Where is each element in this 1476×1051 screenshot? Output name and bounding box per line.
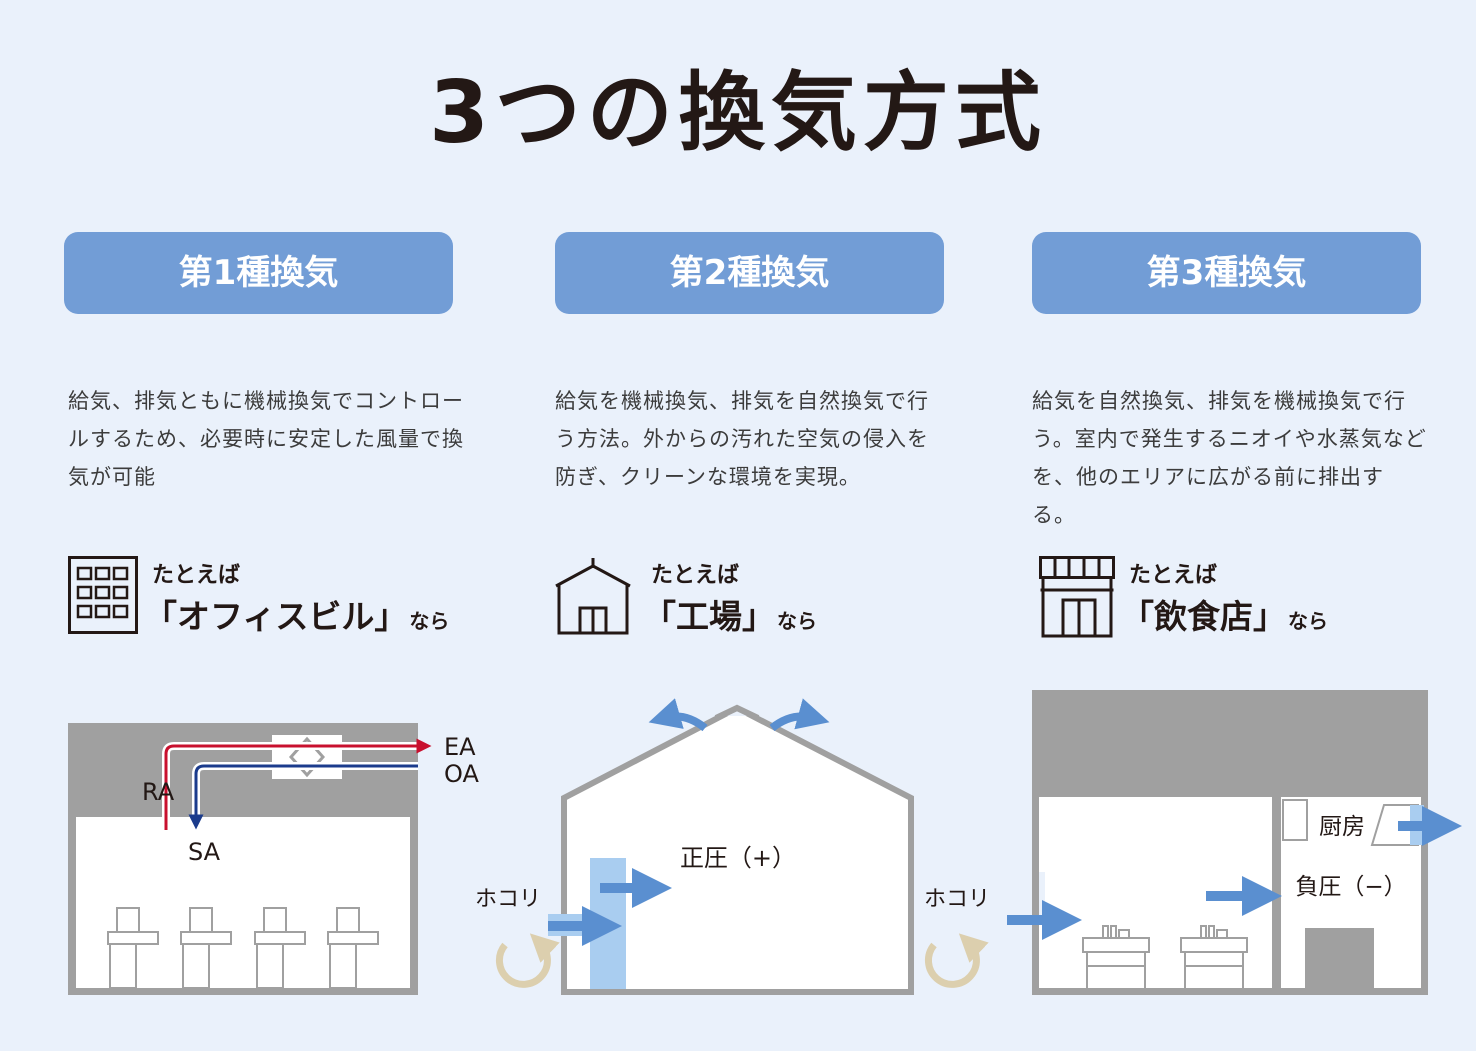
type1-example-suffix: なら <box>409 609 450 633</box>
diagram-type3: 厨房 負圧（−） ホコリ <box>924 690 1462 995</box>
type3-example-name: 「飲食店」 <box>1121 597 1286 636</box>
type1-description: 給気、排気ともに機械換気でコントロールするため、必要時に安定した風量で換気が可能 <box>68 389 464 489</box>
type2-example-prefix: たとえば <box>651 563 740 588</box>
diagram-type2: 正圧（+） ホコリ <box>475 698 914 995</box>
restaurant-icon <box>1039 556 1115 638</box>
ra-label: RA <box>142 778 175 806</box>
type2-example-name: 「工場」 <box>643 597 775 636</box>
oa-label: OA <box>444 760 479 788</box>
type3-example-prefix: たとえば <box>1129 563 1218 588</box>
type1-example-prefix: たとえば <box>152 563 241 588</box>
type2-example-suffix: なら <box>777 609 817 633</box>
page-title: 3つの換気方式 <box>429 63 1047 163</box>
negative-pressure-label: 負圧（−） <box>1295 874 1406 900</box>
type2-description: 給気を機械換気、排気を自然換気で行う方法。外からの汚れた空気の侵入を防ぎ、クリー… <box>555 389 929 489</box>
type3-description: 給気を自然換気、排気を機械換気で行う。室内で発生するニオイや水蒸気などを、他のエ… <box>1032 389 1427 527</box>
kitchen-label: 厨房 <box>1319 814 1365 840</box>
diagram-type1: EA OA RA SA <box>68 723 479 995</box>
type3-heading: 第3種換気 <box>1032 232 1421 314</box>
dust-label-type2: ホコリ <box>475 887 541 912</box>
type1-example-name: 「オフィスビル」 <box>144 597 408 636</box>
type2-example: 「工場」なら <box>643 590 817 638</box>
type3-example: 「飲食店」なら <box>1121 590 1328 638</box>
type3-example-suffix: なら <box>1288 609 1328 633</box>
positive-pressure-label: 正圧（+） <box>680 844 796 872</box>
factory-icon <box>555 558 631 635</box>
dust-label-type3: ホコリ <box>924 887 990 912</box>
type2-heading: 第2種換気 <box>555 232 944 314</box>
office-building-icon <box>68 556 138 634</box>
sa-label: SA <box>188 838 221 866</box>
type1-example: 「オフィスビル」なら <box>144 590 449 638</box>
ea-label: EA <box>444 733 476 761</box>
type1-heading: 第1種換気 <box>64 232 453 314</box>
